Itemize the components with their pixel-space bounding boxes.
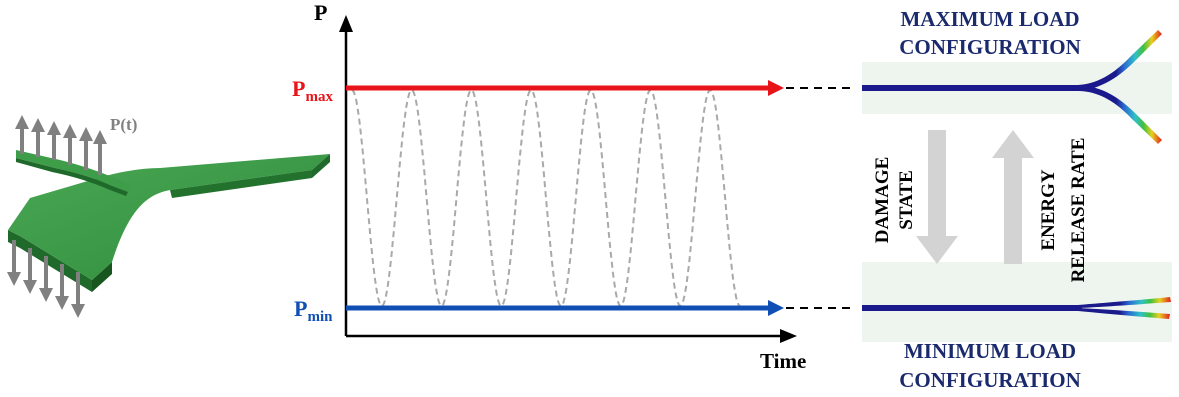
dcb-specimen: P(t) xyxy=(7,115,330,318)
specimen-body xyxy=(8,154,330,280)
max-config-title-line1: MAXIMUM LOAD xyxy=(900,7,1079,31)
lower-arm-end xyxy=(92,262,112,292)
pmax-arrowhead xyxy=(768,80,784,96)
upper-arm xyxy=(16,150,132,192)
pmin-label: Pmin xyxy=(294,296,333,325)
damage-state-label-line1: DAMAGE xyxy=(872,157,893,244)
energy-release-label-line2: RELEASE RATE xyxy=(1068,138,1089,283)
cyclic-load-curve xyxy=(351,88,741,308)
load-time-plot: P Time Pmax Pmin xyxy=(292,0,852,373)
specimen-end-face xyxy=(312,154,330,178)
min-config-title-line1: MINIMUM LOAD xyxy=(904,339,1076,363)
damage-state-arrow xyxy=(916,130,958,264)
configuration-panel: MAXIMUM LOAD CONFIGURATION DAMAGE STATE … xyxy=(862,7,1172,392)
y-axis-label: P xyxy=(314,0,327,25)
load-label: P(t) xyxy=(110,115,137,134)
x-axis-label: Time xyxy=(760,349,806,373)
upward-load-arrows xyxy=(15,115,107,175)
y-axis-arrowhead xyxy=(339,15,353,32)
pmin-arrowhead xyxy=(768,300,784,316)
lower-arm-side xyxy=(8,230,92,292)
upper-arm-side xyxy=(16,158,128,196)
specimen-side-face xyxy=(170,170,312,198)
pmax-label: Pmax xyxy=(292,76,333,105)
min-load-beam xyxy=(862,297,1171,319)
energy-release-label-line1: ENERGY xyxy=(1038,169,1059,251)
max-config-title-line2: CONFIGURATION xyxy=(899,35,1081,59)
downward-load-arrows xyxy=(7,240,85,318)
max-load-beam xyxy=(862,30,1162,144)
min-config-title-line2: CONFIGURATION xyxy=(899,368,1081,392)
energy-release-arrow xyxy=(992,130,1034,264)
damage-state-label-line2: STATE xyxy=(896,170,917,230)
x-axis-arrowhead xyxy=(780,329,797,343)
